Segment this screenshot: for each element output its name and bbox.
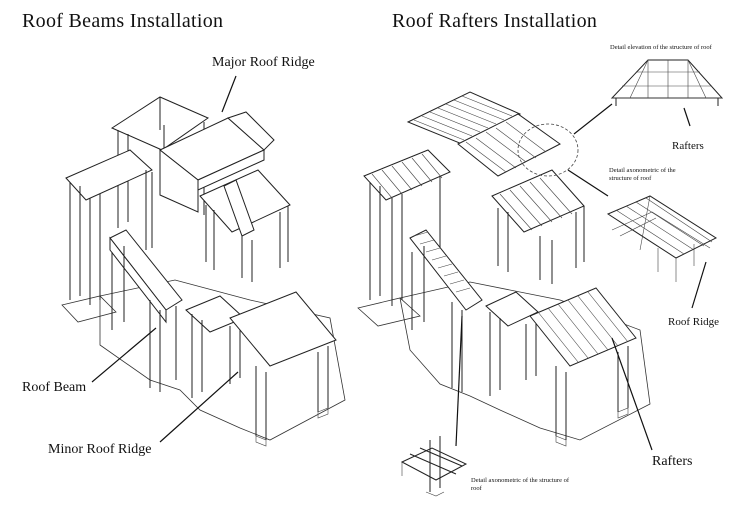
middle-rafter-roof [457, 113, 561, 177]
column-bases [555, 407, 629, 447]
detail-axonometric-bottom-label: Detail axonometric of the structure of r… [471, 477, 570, 492]
roof-ridge-leader [691, 261, 707, 309]
diagonal-rafter-beam [409, 229, 483, 311]
central-roof-slab [185, 295, 245, 333]
roof-beam-leader [91, 327, 157, 383]
rafters-bottom-label: Rafters [652, 454, 693, 469]
right-wing-ridge [223, 179, 255, 237]
truss-members [612, 59, 722, 99]
rafter-lines [465, 121, 547, 173]
minor-roof-ridge-label: Minor Roof Ridge [48, 442, 152, 457]
roof-truss-outline [610, 59, 724, 99]
roof-rafters-drawing [357, 59, 724, 497]
truss-posts [615, 98, 719, 106]
front-left-columns [111, 246, 177, 392]
central-columns [191, 314, 241, 398]
rafter-lines [371, 153, 443, 199]
major-ridge-beam-front [197, 149, 265, 191]
detail-callout-circle [517, 123, 579, 177]
right-wing-columns [205, 205, 289, 282]
rafter-lines [499, 177, 573, 231]
front-right-columns [555, 346, 629, 440]
ground-outline [399, 281, 651, 441]
detail-axonometric-label: Detail axonometric of the structure of r… [609, 167, 676, 182]
major-ridge-beam-side [159, 148, 199, 213]
central-columns [489, 312, 537, 396]
detail-elevation-inset [610, 59, 724, 106]
axo-leader [567, 169, 609, 197]
left-panel-title: Roof Beams Installation [22, 10, 224, 32]
left-wing-beam [65, 149, 153, 201]
upper-rafter-roof [406, 91, 522, 145]
left-columns [369, 176, 441, 306]
right-wing-beam [199, 169, 291, 233]
corner-frame [400, 447, 468, 481]
elevation-leader [573, 103, 613, 135]
minor-ridge-leader [159, 371, 239, 443]
axo-roof-frame [606, 195, 718, 259]
rafter-lines [537, 291, 629, 363]
roof-beams-drawing [61, 75, 346, 447]
right-columns [497, 206, 585, 284]
major-roof-ridge-label: Major Roof Ridge [212, 55, 315, 70]
ground-outline [99, 279, 346, 441]
major-ridge-cap [227, 111, 275, 151]
front-right-rafter-roof [529, 287, 637, 367]
ground-outline [357, 297, 421, 327]
detail-elevation-label: Detail elevation of the structure of roo… [610, 44, 712, 51]
corner-base [401, 462, 445, 497]
left-rafter-roof [363, 149, 451, 201]
left-wing-columns [145, 170, 153, 250]
column-bases [255, 407, 329, 447]
front-right-roof [229, 291, 337, 367]
axo-beams [611, 211, 711, 249]
left-wing-columns [69, 182, 101, 305]
corner-detail-leader [455, 315, 463, 447]
front-left-columns [411, 246, 463, 392]
central-rafter-roof [485, 291, 539, 327]
major-ridge-leader [221, 75, 237, 113]
corner-members [409, 436, 463, 492]
axo-rafters [615, 195, 713, 282]
roof-ridge-label: Roof Ridge [668, 316, 720, 328]
rafters-bottom-leader [611, 337, 653, 451]
ground-outline [61, 295, 117, 323]
front-right-columns [255, 346, 329, 440]
right-rafter-roof [491, 169, 585, 233]
roof-beam-label: Roof Beam [22, 380, 87, 395]
rafter-lines [413, 231, 471, 293]
right-panel-title: Roof Rafters Installation [392, 10, 598, 32]
corner-detail-inset [400, 436, 468, 497]
upper-roof-ridge [159, 97, 165, 150]
detail-axonometric-inset [606, 195, 718, 282]
rafters-top-label: Rafters [672, 140, 704, 152]
rafter-lines [413, 95, 513, 141]
rafters-top-leader [683, 107, 691, 127]
